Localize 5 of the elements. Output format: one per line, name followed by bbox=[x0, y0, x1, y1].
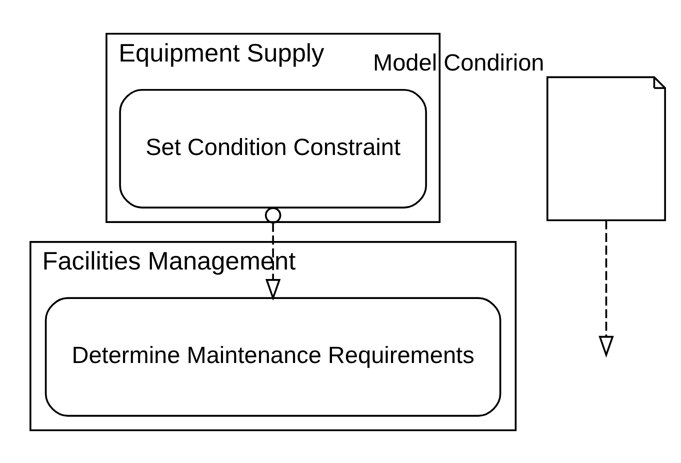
node-box: Set Condition Constraint bbox=[119, 88, 427, 208]
node-label: Model Condirion bbox=[373, 49, 544, 76]
arrow bbox=[598, 220, 614, 358]
arrow bbox=[264, 206, 282, 300]
node-box: Determine Maintenance Requirements bbox=[44, 296, 502, 416]
